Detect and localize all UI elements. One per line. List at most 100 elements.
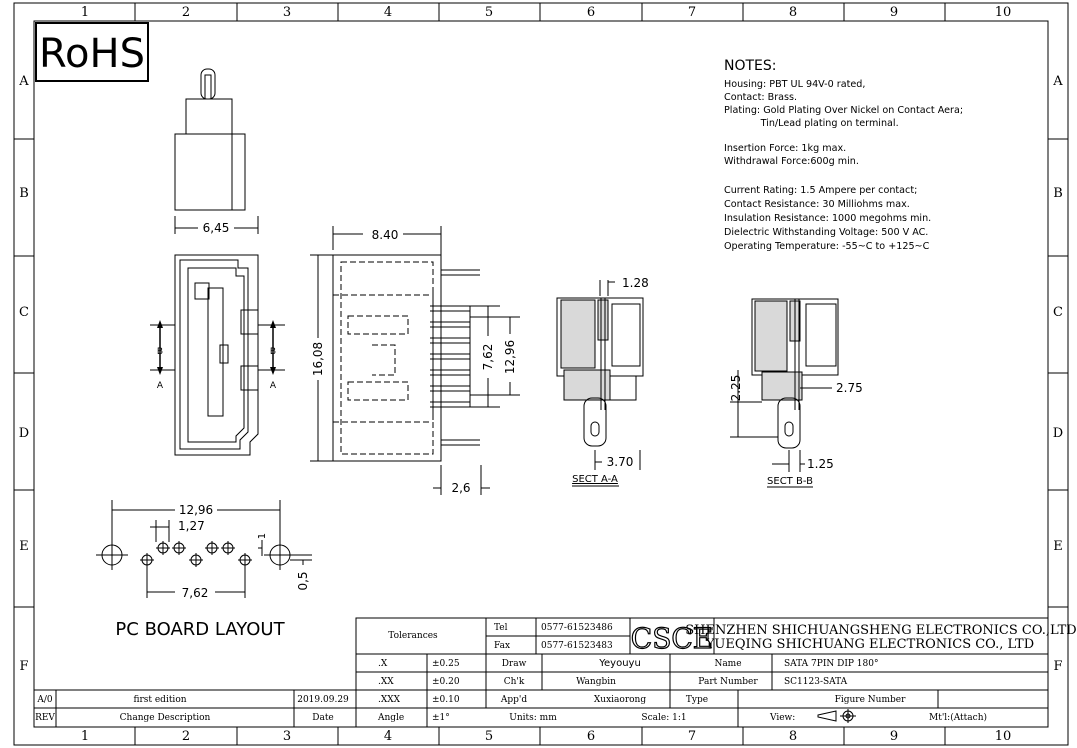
tol-x-key: .X bbox=[378, 659, 388, 669]
tel-value: 0577-61523486 bbox=[541, 623, 613, 633]
part-value: SC1123-SATA bbox=[784, 677, 848, 687]
tol-angle-key: Angle bbox=[377, 713, 404, 723]
tol-xx-key: .XX bbox=[378, 677, 394, 687]
dim-sect-a-top-text: 1.28 bbox=[622, 276, 649, 290]
row-right-e: E bbox=[1053, 539, 1063, 554]
outer-frame bbox=[13, 2, 1069, 746]
section-mark-a-left: A bbox=[157, 381, 164, 391]
rev-date-header: Date bbox=[312, 713, 334, 723]
company-name-1: SHENZHEN SHICHUANGSHENG ELECTRONICS CO.,… bbox=[685, 623, 1076, 638]
column-ticks bbox=[14, 3, 1068, 745]
notes-line-10: Contact Resistance: 30 Milliohms max. bbox=[724, 199, 910, 210]
rev-header: REV bbox=[35, 713, 55, 723]
row-left-e: E bbox=[19, 539, 29, 554]
name-value: SATA 7PIN DIP 180° bbox=[784, 659, 878, 669]
col-bottom-2: 2 bbox=[182, 729, 190, 744]
tol-angle-val: ±1° bbox=[432, 713, 450, 723]
col-top-5: 5 bbox=[485, 5, 493, 20]
part-label: Part Number bbox=[698, 677, 758, 687]
tel-label: Tel bbox=[494, 623, 508, 633]
view-label: View: bbox=[769, 713, 795, 723]
column-labels-top: 1 2 3 4 5 6 7 8 9 10 bbox=[81, 5, 1011, 20]
col-bottom-1: 1 bbox=[81, 729, 89, 744]
col-top-9: 9 bbox=[890, 5, 898, 20]
front-view: B A B A bbox=[150, 254, 285, 456]
col-top-4: 4 bbox=[384, 5, 392, 20]
dim-side-height-text: 16,08 bbox=[311, 342, 325, 376]
col-top-2: 2 bbox=[182, 5, 190, 20]
col-bottom-10: 10 bbox=[995, 729, 1012, 744]
draw-value: Yeyouyu bbox=[598, 658, 641, 669]
material-label: Mt'l:(Attach) bbox=[929, 712, 987, 723]
dim-front-width-text: 6,45 bbox=[203, 221, 230, 235]
projection-symbol-icon bbox=[817, 709, 856, 723]
col-top-10: 10 bbox=[995, 5, 1012, 20]
fax-value: 0577-61523483 bbox=[541, 641, 613, 651]
col-bottom-3: 3 bbox=[283, 729, 291, 744]
sect-b-label: SECT B-B bbox=[767, 476, 813, 487]
row-right-a: A bbox=[1052, 74, 1063, 89]
row-left-a: A bbox=[18, 74, 29, 89]
pc-board-label: PC BOARD LAYOUT bbox=[115, 619, 285, 640]
row-right-b: B bbox=[1053, 186, 1063, 201]
tolerances-label: Tolerances bbox=[388, 631, 438, 641]
col-top-8: 8 bbox=[789, 5, 797, 20]
notes-line-12: Dielectric Withstanding Voltage: 500 V A… bbox=[724, 227, 928, 238]
notes-block: NOTES: Housing: PBT UL 94V-0 rated, Cont… bbox=[724, 58, 963, 252]
row-left-b: B bbox=[19, 186, 29, 201]
row-right-d: D bbox=[1053, 426, 1063, 441]
dim-tail-length-text: 2,6 bbox=[451, 481, 470, 495]
notes-title: NOTES: bbox=[724, 58, 777, 74]
col-bottom-6: 6 bbox=[587, 729, 595, 744]
col-top-6: 6 bbox=[587, 5, 595, 20]
notes-line-2: Contact: Brass. bbox=[724, 92, 797, 103]
row-labels: A B C D E F A B C D E F bbox=[18, 74, 1063, 674]
dim-sect-b-bottom-text: 1.25 bbox=[807, 457, 834, 471]
notes-line-4: Tin/Lead plating on terminal. bbox=[724, 118, 899, 129]
col-top-7: 7 bbox=[688, 5, 696, 20]
name-label: Name bbox=[714, 659, 741, 669]
chk-label: Ch'k bbox=[504, 677, 525, 687]
type-label: Type bbox=[686, 695, 708, 705]
rev-value: A/0 bbox=[36, 695, 53, 705]
sect-a-label: SECT A-A bbox=[572, 474, 618, 485]
pcb-outer-text: 12,96 bbox=[179, 503, 213, 517]
chk-value: Wangbin bbox=[576, 677, 616, 687]
tol-xxx-val: ±0.10 bbox=[432, 695, 460, 705]
dim-side-width-text: 8.40 bbox=[372, 228, 399, 242]
section-mark-b-right: B bbox=[270, 347, 276, 357]
title-block: Tolerances .X ±0.25 .XX ±0.20 .XXX ±0.10… bbox=[34, 617, 1077, 728]
top-view bbox=[174, 68, 246, 211]
notes-line-7: Withdrawal Force:600g min. bbox=[724, 156, 859, 167]
notes-line-3: Plating: Gold Plating Over Nickel on Con… bbox=[724, 105, 963, 116]
csce-logo: CSCE bbox=[631, 622, 713, 655]
pcb-span-text: 7,62 bbox=[182, 586, 209, 600]
dim-sect-b-left-text: 2.25 bbox=[729, 375, 743, 402]
fax-label: Fax bbox=[494, 641, 510, 651]
col-bottom-7: 7 bbox=[688, 729, 696, 744]
dim-pin-span-text: 7,62 bbox=[481, 344, 495, 371]
figure-label: Figure Number bbox=[835, 695, 906, 705]
col-bottom-8: 8 bbox=[789, 729, 797, 744]
notes-line-6: Insertion Force: 1kg max. bbox=[724, 143, 846, 154]
tol-x-val: ±0.25 bbox=[432, 659, 460, 669]
dim-front-width: 6,45 bbox=[174, 216, 259, 235]
scale-label: Scale: 1:1 bbox=[641, 713, 686, 723]
pc-board-layout: 12,96 1,27 bbox=[96, 500, 312, 640]
notes-line-9: Current Rating: 1.5 Ampere per contact; bbox=[724, 185, 917, 196]
appd-value: Xuxiaorong bbox=[594, 695, 646, 705]
col-bottom-5: 5 bbox=[485, 729, 493, 744]
rev-date: 2019.09.29 bbox=[297, 695, 349, 705]
dim-pin-span-outer-text: 12,96 bbox=[503, 340, 517, 374]
col-top-1: 1 bbox=[81, 5, 89, 20]
section-mark-b-left: B bbox=[157, 347, 163, 357]
col-top-3: 3 bbox=[283, 5, 291, 20]
row-left-d: D bbox=[19, 426, 29, 441]
col-bottom-4: 4 bbox=[384, 729, 392, 744]
row-right-f: F bbox=[1053, 659, 1062, 674]
section-mark-a-right: A bbox=[270, 381, 277, 391]
units-label: Units: mm bbox=[509, 713, 557, 723]
notes-line-1: Housing: PBT UL 94V-0 rated, bbox=[724, 79, 865, 90]
rohs-text: RoHS bbox=[39, 31, 145, 77]
